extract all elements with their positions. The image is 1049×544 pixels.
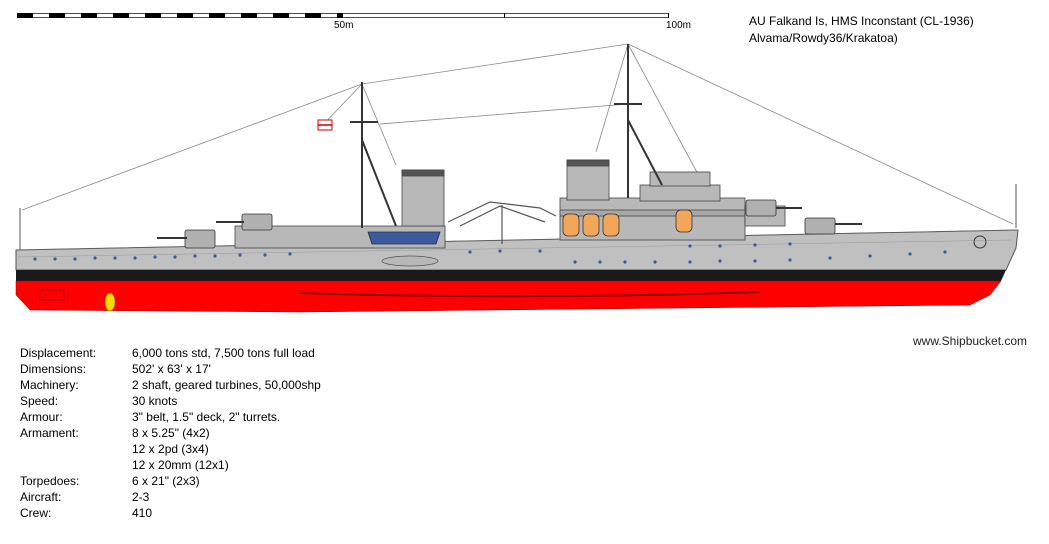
ship-boat xyxy=(367,231,441,245)
spec-row: Armament: 8 x 5.25" (4x2) xyxy=(20,425,321,441)
propeller xyxy=(104,292,116,312)
spec-row: Armour: 3" belt, 1.5" deck, 2" turrets. xyxy=(20,409,321,425)
waterline xyxy=(16,270,1006,281)
funnel-fwd xyxy=(566,159,610,201)
title-line-1: AU Falkand Is, HMS Inconstant (CL-1936) xyxy=(749,14,974,28)
spec-row: Speed: 30 knots xyxy=(20,393,321,409)
turret-x xyxy=(184,229,216,249)
spec-value: 6,000 tons std, 7,500 tons full load xyxy=(132,346,315,360)
gun-turrets xyxy=(157,199,862,249)
spec-row: Displacement: 6,000 tons std, 7,500 tons … xyxy=(20,345,321,361)
turret-y xyxy=(241,213,273,231)
bow-crest xyxy=(973,235,987,249)
spec-row: 12 x 20mm (12x1) xyxy=(20,457,321,473)
spec-row: Dimensions: 502' x 63' x 17' xyxy=(20,361,321,377)
spec-label xyxy=(20,441,132,457)
spec-value: 502' x 63' x 17' xyxy=(132,362,211,376)
spec-value: 30 knots xyxy=(132,394,178,408)
spec-value: 12 x 20mm (12x1) xyxy=(132,458,229,472)
spec-value: 3" belt, 1.5" deck, 2" turrets. xyxy=(132,410,281,424)
spec-label xyxy=(20,457,132,473)
spec-row: Torpedoes: 6 x 21" (2x3) xyxy=(20,473,321,489)
spec-label: Displacement: xyxy=(20,346,97,360)
scale-label-100: 100m xyxy=(666,20,692,31)
lifeboats xyxy=(562,209,693,237)
scale-bar xyxy=(17,13,669,18)
title-line-2: Alvama/Rowdy36/Krakatoa) xyxy=(749,31,898,45)
spec-label: Dimensions: xyxy=(20,362,87,376)
turret-b xyxy=(745,199,777,217)
spec-row: Crew: 410 xyxy=(20,505,321,521)
spec-row: Machinery: 2 shaft, geared turbines, 50,0… xyxy=(20,377,321,393)
drawing-title: AU Falkand Is, HMS Inconstant (CL-1936) … xyxy=(749,13,974,47)
masts xyxy=(350,44,663,228)
hull xyxy=(15,229,1019,271)
scale-label-50: 50m xyxy=(334,20,354,31)
spec-label: Torpedoes: xyxy=(20,474,80,488)
spec-label: Armament: xyxy=(20,426,79,440)
turret-a xyxy=(804,217,836,235)
spec-label: Crew: xyxy=(20,506,52,520)
spec-value: 410 xyxy=(132,506,153,520)
specifications-table: Displacement: 6,000 tons std, 7,500 tons … xyxy=(20,345,321,521)
spec-value: 2 shaft, geared turbines, 50,000shp xyxy=(132,378,321,392)
spec-label: Machinery: xyxy=(20,378,79,392)
spec-label: Aircraft: xyxy=(20,490,62,504)
spec-value: 2-3 xyxy=(132,490,150,504)
rigging-lines xyxy=(21,43,1014,225)
shipbucket-credit: www.Shipbucket.com xyxy=(913,334,1028,348)
funnel-aft xyxy=(401,169,445,227)
spec-label: Armour: xyxy=(20,410,63,424)
spec-value: 12 x 2pd (3x4) xyxy=(132,442,209,456)
spec-row: 12 x 2pd (3x4) xyxy=(20,441,321,457)
aircraft-catapult xyxy=(447,201,557,244)
spec-row: Aircraft: 2-3 xyxy=(20,489,321,505)
spec-value: 8 x 5.25" (4x2) xyxy=(132,426,210,440)
spec-label: Speed: xyxy=(20,394,59,408)
spec-value: 6 x 21" (2x3) xyxy=(132,474,200,488)
ship-profile-drawing xyxy=(15,43,1019,313)
portholes xyxy=(33,242,947,264)
